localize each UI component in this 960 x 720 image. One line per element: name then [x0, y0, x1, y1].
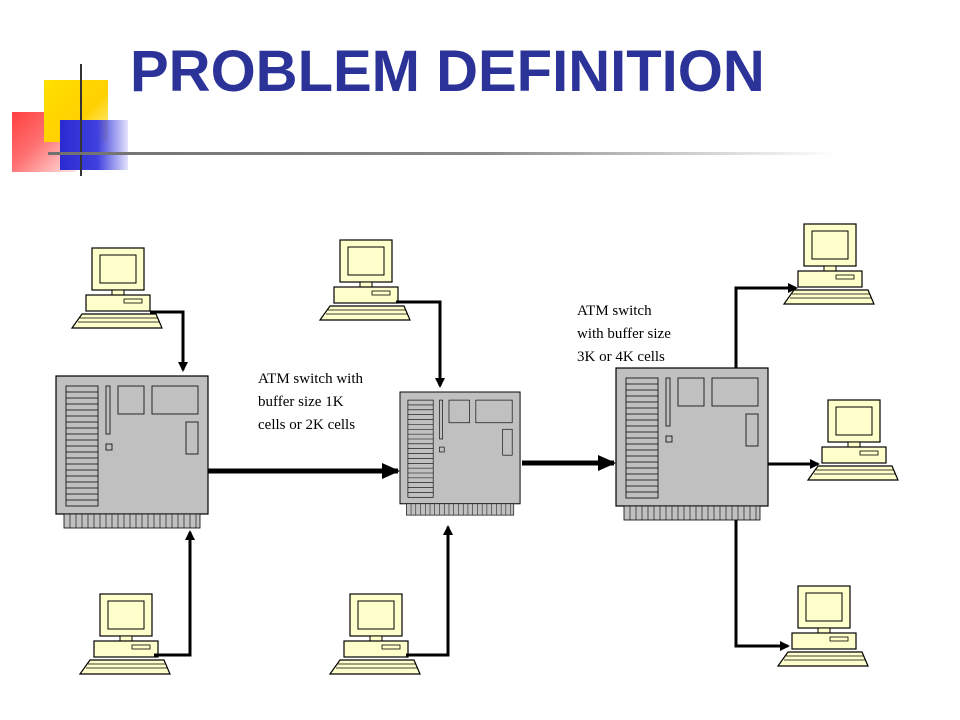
decorative-blue-square — [60, 120, 128, 170]
atm-switch-icon-middle — [399, 391, 521, 516]
computer-icon-bottom-middle — [329, 593, 421, 675]
caption-switch-1k-2k: ATM switch with buffer size 1K cells or … — [258, 371, 363, 433]
atm-switch-icon-left — [55, 375, 209, 529]
computer-icon-top-left — [71, 247, 163, 329]
arrow-right-switch-to-top-computer — [734, 283, 798, 368]
arrow-computer-to-left-switch — [150, 310, 188, 372]
computer-icon-right-bottom — [777, 585, 869, 667]
arrow-bottom-left-computer-to-left-switch — [154, 530, 195, 657]
atm-switch-icon-right — [615, 367, 769, 521]
decorative-vertical-line — [80, 64, 82, 176]
computer-icon-bottom-left — [79, 593, 171, 675]
arrow-right-switch-to-bottom-computer — [734, 520, 790, 651]
computer-icon-right-middle — [807, 399, 899, 481]
slide-title: PROBLEM DEFINITION — [130, 39, 765, 104]
arrow-bottom-computer-to-middle-switch — [406, 525, 453, 657]
caption-switch-3k-4k: ATM switch with buffer size 3K or 4K cel… — [577, 303, 671, 365]
title-underline — [48, 152, 838, 155]
arrow-computer-to-middle-switch — [396, 300, 445, 388]
computer-icon-right-top — [783, 223, 875, 305]
computer-icon-top-middle — [319, 239, 411, 321]
